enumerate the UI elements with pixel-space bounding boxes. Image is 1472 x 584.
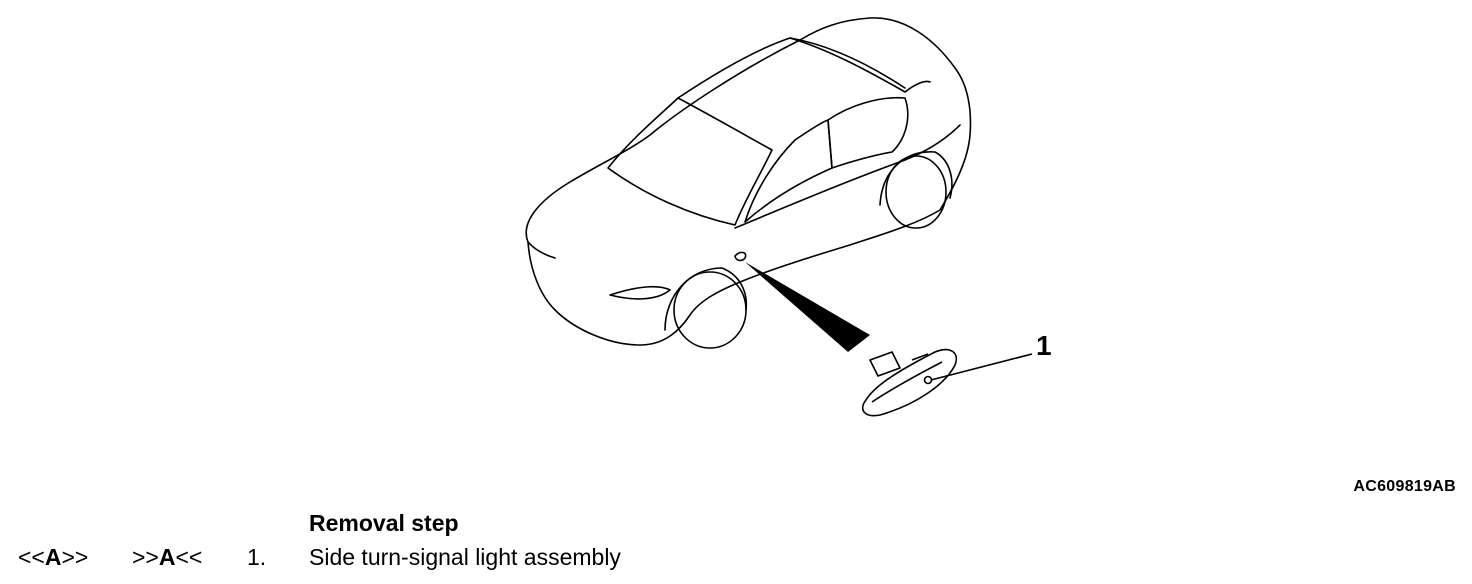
rear-window	[789, 37, 931, 93]
figure-id: AC609819AB	[1353, 478, 1456, 495]
windshield	[607, 97, 773, 226]
step-description: Side turn-signal light assembly	[309, 544, 621, 570]
car-body-outline	[525, 17, 972, 346]
callout-number: 1	[1036, 330, 1052, 361]
front-bumper	[527, 241, 556, 259]
marker-location	[734, 251, 747, 262]
pointer-wedge	[745, 262, 870, 352]
step-number: 1.	[247, 544, 267, 570]
side-window-front	[744, 119, 833, 223]
roof-line	[677, 37, 906, 99]
front-wheel-arch	[664, 267, 748, 331]
callout-leader	[930, 353, 1033, 381]
side-turn-signal-light	[861, 348, 957, 417]
step-row: <<A>> >>A<< 1. Side turn-signal light as…	[0, 544, 1472, 578]
headlight	[609, 285, 671, 300]
removal-step-heading: Removal step	[309, 510, 459, 536]
beltline	[734, 124, 961, 229]
removal-reference: <<A>>	[18, 544, 89, 570]
installation-reference: >>A<<	[132, 544, 203, 570]
side-window-rear	[827, 96, 909, 169]
rear-wheel-arch	[879, 151, 953, 206]
rear-wheel	[885, 155, 947, 229]
car-diagram	[525, 17, 1033, 417]
